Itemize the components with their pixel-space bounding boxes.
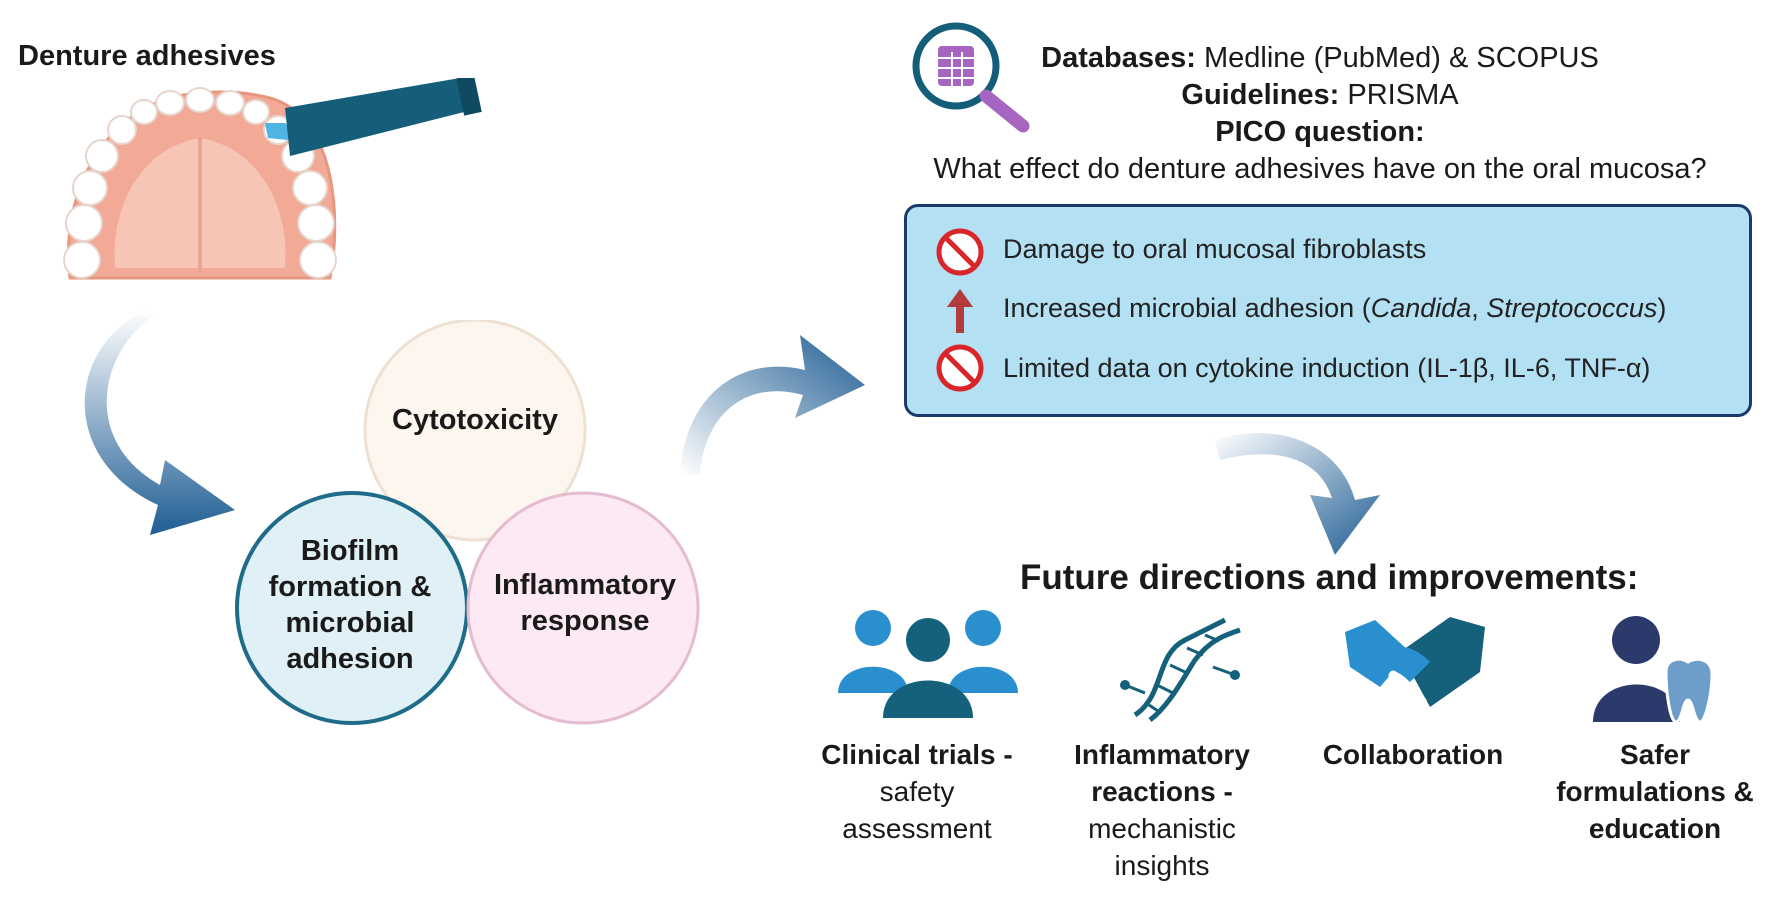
guidelines-line: Guidelines: PRISMA — [1181, 79, 1459, 111]
inflammatory-label: Inflammatory response — [493, 569, 677, 637]
finding-2: Increased microbial adhesion (Candida, S… — [1003, 293, 1667, 323]
dna-icon — [1120, 617, 1241, 722]
databases-line: Databases: Medline (PubMed) & SCOPUS — [1041, 42, 1599, 74]
pico-question: What effect do denture adhesives have on… — [933, 153, 1707, 185]
arrow-to-findings — [680, 335, 865, 475]
handshake-icon — [1345, 617, 1485, 707]
pico-label: PICO question: — [1215, 116, 1425, 148]
future-item-safer-formulations: Safer formulations & education — [1556, 739, 1754, 844]
prohibited-icon — [936, 344, 984, 392]
denture-arch — [63, 87, 337, 280]
up-arrow-icon — [947, 289, 973, 333]
biofilm-label: Biofilm formation & microbial adhesion — [268, 535, 432, 675]
search-icon — [912, 22, 1030, 133]
denture-tube-illustration — [63, 78, 482, 280]
future-item-collaboration: Collaboration — [1322, 739, 1504, 770]
finding-3: Limited data on cytokine induction (IL-1… — [1003, 353, 1651, 383]
effects-venn — [235, 320, 700, 725]
future-item-inflammatory-reactions: Inflammatory reactions - mechanistic ins… — [1074, 739, 1250, 881]
people-group-icon — [838, 610, 1018, 718]
arrow-to-effects — [84, 310, 236, 535]
future-item-clinical-trials: Clinical trials - safety assessment — [821, 739, 1013, 844]
adhesive-tube — [265, 78, 482, 156]
cytotoxicity-label: Cytotoxicity — [392, 404, 558, 436]
cytotoxicity-circle — [363, 320, 587, 542]
findings-box: Damage to oral mucosal fibroblasts Incre… — [904, 204, 1752, 417]
search-strategy: Databases: Medline (PubMed) & SCOPUS Gui… — [880, 40, 1760, 188]
arrow-to-future — [1215, 433, 1380, 555]
title: Denture adhesives — [18, 40, 276, 72]
finding-1: Damage to oral mucosal fibroblasts — [1003, 234, 1427, 264]
inflammatory-circle — [466, 491, 700, 725]
prohibited-icon — [936, 228, 984, 276]
future-heading: Future directions and improvements: — [1020, 558, 1639, 597]
dentist-tooth-icon — [1593, 616, 1714, 724]
